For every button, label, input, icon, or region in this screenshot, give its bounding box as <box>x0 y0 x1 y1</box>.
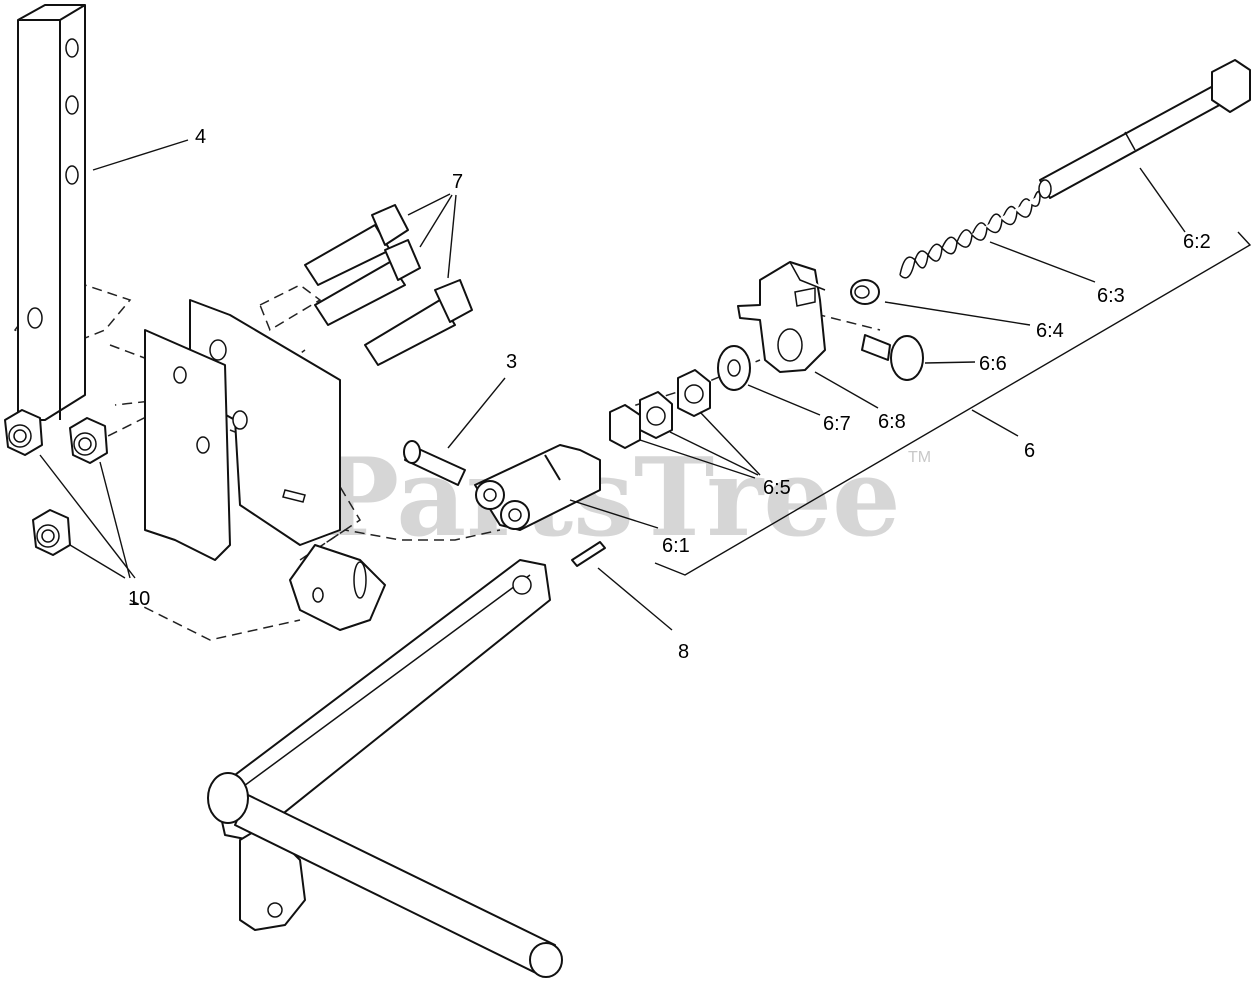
callout-8: 8 <box>678 641 689 663</box>
mount-bracket <box>144 299 386 631</box>
callout-6-8: 6:8 <box>878 411 906 433</box>
part-7-bolts <box>304 204 473 366</box>
part-10-nuts <box>4 409 108 556</box>
watermark-trademark: TM <box>908 449 931 466</box>
leader-lines <box>39 139 1186 631</box>
group-bracket-6 <box>654 231 1252 576</box>
callout-6-7: 6:7 <box>823 413 851 435</box>
callout-10: 10 <box>128 588 150 610</box>
callout-6-1: 6:1 <box>662 535 690 557</box>
callout-6-2: 6:2 <box>1183 231 1211 253</box>
part-3-pin <box>403 440 466 486</box>
part-6-4-bushing <box>850 279 880 305</box>
callout-labels: 4 7 3 10 8 6 6:1 6:2 6:3 6:4 6:5 6:6 6:7… <box>128 126 1211 663</box>
callout-3: 3 <box>506 351 517 373</box>
callout-6-5: 6:5 <box>763 477 791 499</box>
part-6-6-cap <box>861 334 924 381</box>
part-6-5-nuts <box>609 369 711 449</box>
callout-6-4: 6:4 <box>1036 320 1064 342</box>
callout-4: 4 <box>195 126 206 148</box>
part-8-cotter-pin <box>571 541 606 567</box>
part-4-tube <box>17 4 86 421</box>
part-6-8-cam <box>737 261 826 373</box>
part-6-7-washer <box>717 345 751 391</box>
lever-arm-assembly <box>207 559 563 978</box>
callout-6: 6 <box>1024 440 1035 462</box>
part-6-3-spring <box>899 190 1041 279</box>
part-6-1-clevis <box>474 444 601 531</box>
callout-6-3: 6:3 <box>1097 285 1125 307</box>
callout-6-6: 6:6 <box>979 353 1007 375</box>
part-6-2-rod <box>1038 59 1251 199</box>
callout-7: 7 <box>452 171 463 193</box>
